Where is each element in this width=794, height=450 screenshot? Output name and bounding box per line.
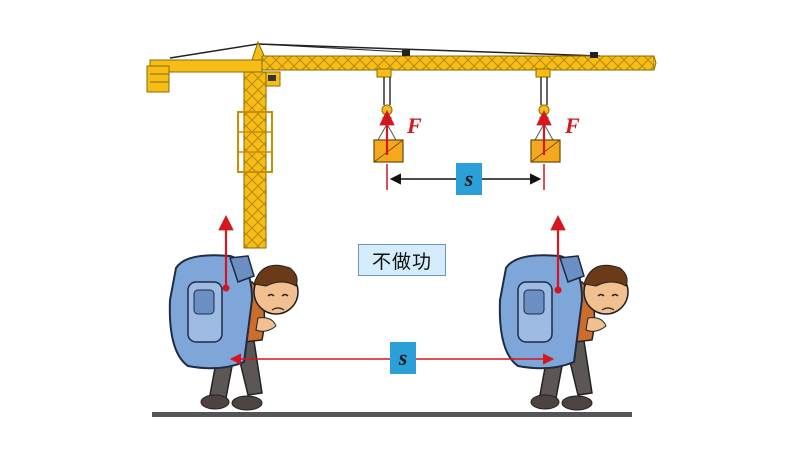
right-force-label: F — [565, 113, 580, 138]
right-cargo-icon — [530, 77, 561, 163]
left-cargo-icon — [373, 77, 404, 163]
ground-displacement-tag: s — [390, 342, 416, 374]
no-work-label: 不做功 — [358, 244, 446, 276]
left-force-label: F — [407, 113, 422, 138]
tower-crane-icon — [146, 40, 657, 249]
ground-line — [152, 412, 632, 417]
crane-displacement-tag: s — [456, 163, 482, 195]
right-hiker-icon — [498, 254, 629, 411]
left-hiker-icon — [168, 254, 299, 411]
